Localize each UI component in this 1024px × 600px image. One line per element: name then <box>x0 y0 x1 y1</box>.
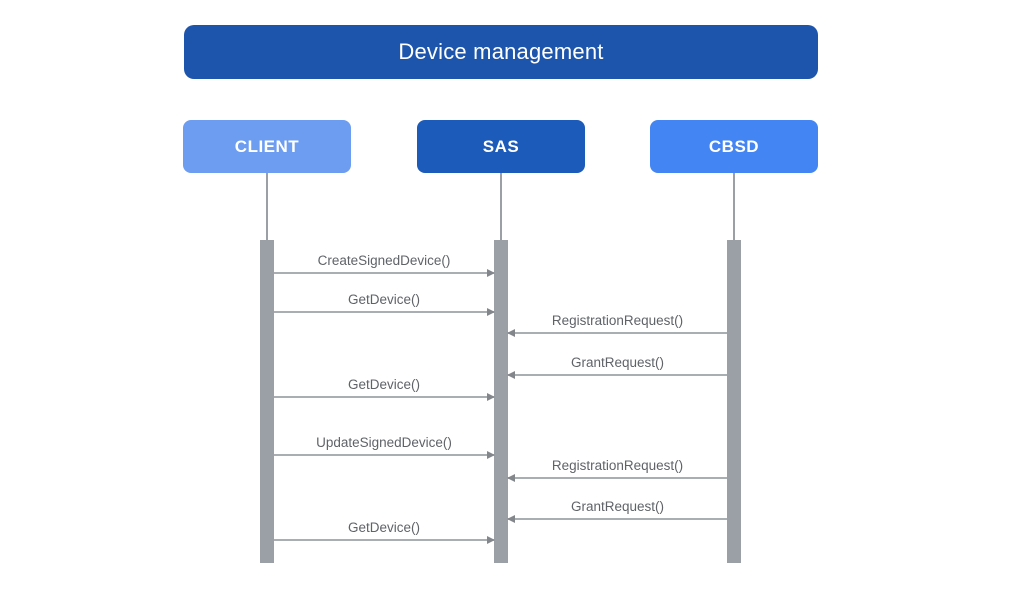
message-arrow-line <box>508 332 727 334</box>
actor-box-client: CLIENT <box>183 120 351 173</box>
diagram-title: Device management <box>184 25 818 79</box>
arrowhead-icon <box>487 451 495 459</box>
message-arrow-line <box>508 374 727 376</box>
arrowhead-icon <box>487 308 495 316</box>
arrowhead-icon <box>507 474 515 482</box>
lifeline-sas <box>500 173 502 240</box>
lifeline-cbsd <box>733 173 735 240</box>
message-arrow-line <box>508 477 727 479</box>
message-client-to-sas: GetDevice() <box>274 515 495 544</box>
actor-box-sas: SAS <box>417 120 585 173</box>
message-label: GetDevice() <box>347 292 420 307</box>
message-client-to-sas: UpdateSignedDevice() <box>274 430 495 459</box>
arrowhead-icon <box>487 269 495 277</box>
message-label: GetDevice() <box>347 520 420 535</box>
actor-box-cbsd: CBSD <box>650 120 818 173</box>
message-client-to-sas: GetDevice() <box>274 287 495 316</box>
message-arrow-line <box>274 272 494 274</box>
activation-bar-cbsd <box>727 240 741 563</box>
message-client-to-sas: CreateSignedDevice() <box>274 248 495 277</box>
arrowhead-icon <box>487 393 495 401</box>
message-label: GetDevice() <box>347 377 420 392</box>
arrowhead-icon <box>507 329 515 337</box>
message-cbsd-to-sas: GrantRequest() <box>507 350 727 379</box>
message-client-to-sas: GetDevice() <box>274 372 495 401</box>
activation-bar-client <box>260 240 274 563</box>
message-arrow-line <box>274 311 494 313</box>
arrowhead-icon <box>487 536 495 544</box>
message-cbsd-to-sas: GrantRequest() <box>507 494 727 523</box>
message-label: CreateSignedDevice() <box>317 253 451 268</box>
message-arrow-line <box>274 539 494 541</box>
message-label: GrantRequest() <box>570 499 665 514</box>
message-label: UpdateSignedDevice() <box>316 435 452 450</box>
message-cbsd-to-sas: RegistrationRequest() <box>507 308 727 337</box>
arrowhead-icon <box>507 515 515 523</box>
message-label: GrantRequest() <box>570 355 665 370</box>
activation-bar-sas <box>494 240 508 563</box>
message-cbsd-to-sas: RegistrationRequest() <box>507 453 727 482</box>
arrowhead-icon <box>507 371 515 379</box>
message-label: RegistrationRequest() <box>551 458 684 473</box>
lifeline-client <box>266 173 268 240</box>
message-arrow-line <box>508 518 727 520</box>
message-label: RegistrationRequest() <box>551 313 684 328</box>
message-arrow-line <box>274 396 494 398</box>
message-arrow-line <box>274 454 494 456</box>
